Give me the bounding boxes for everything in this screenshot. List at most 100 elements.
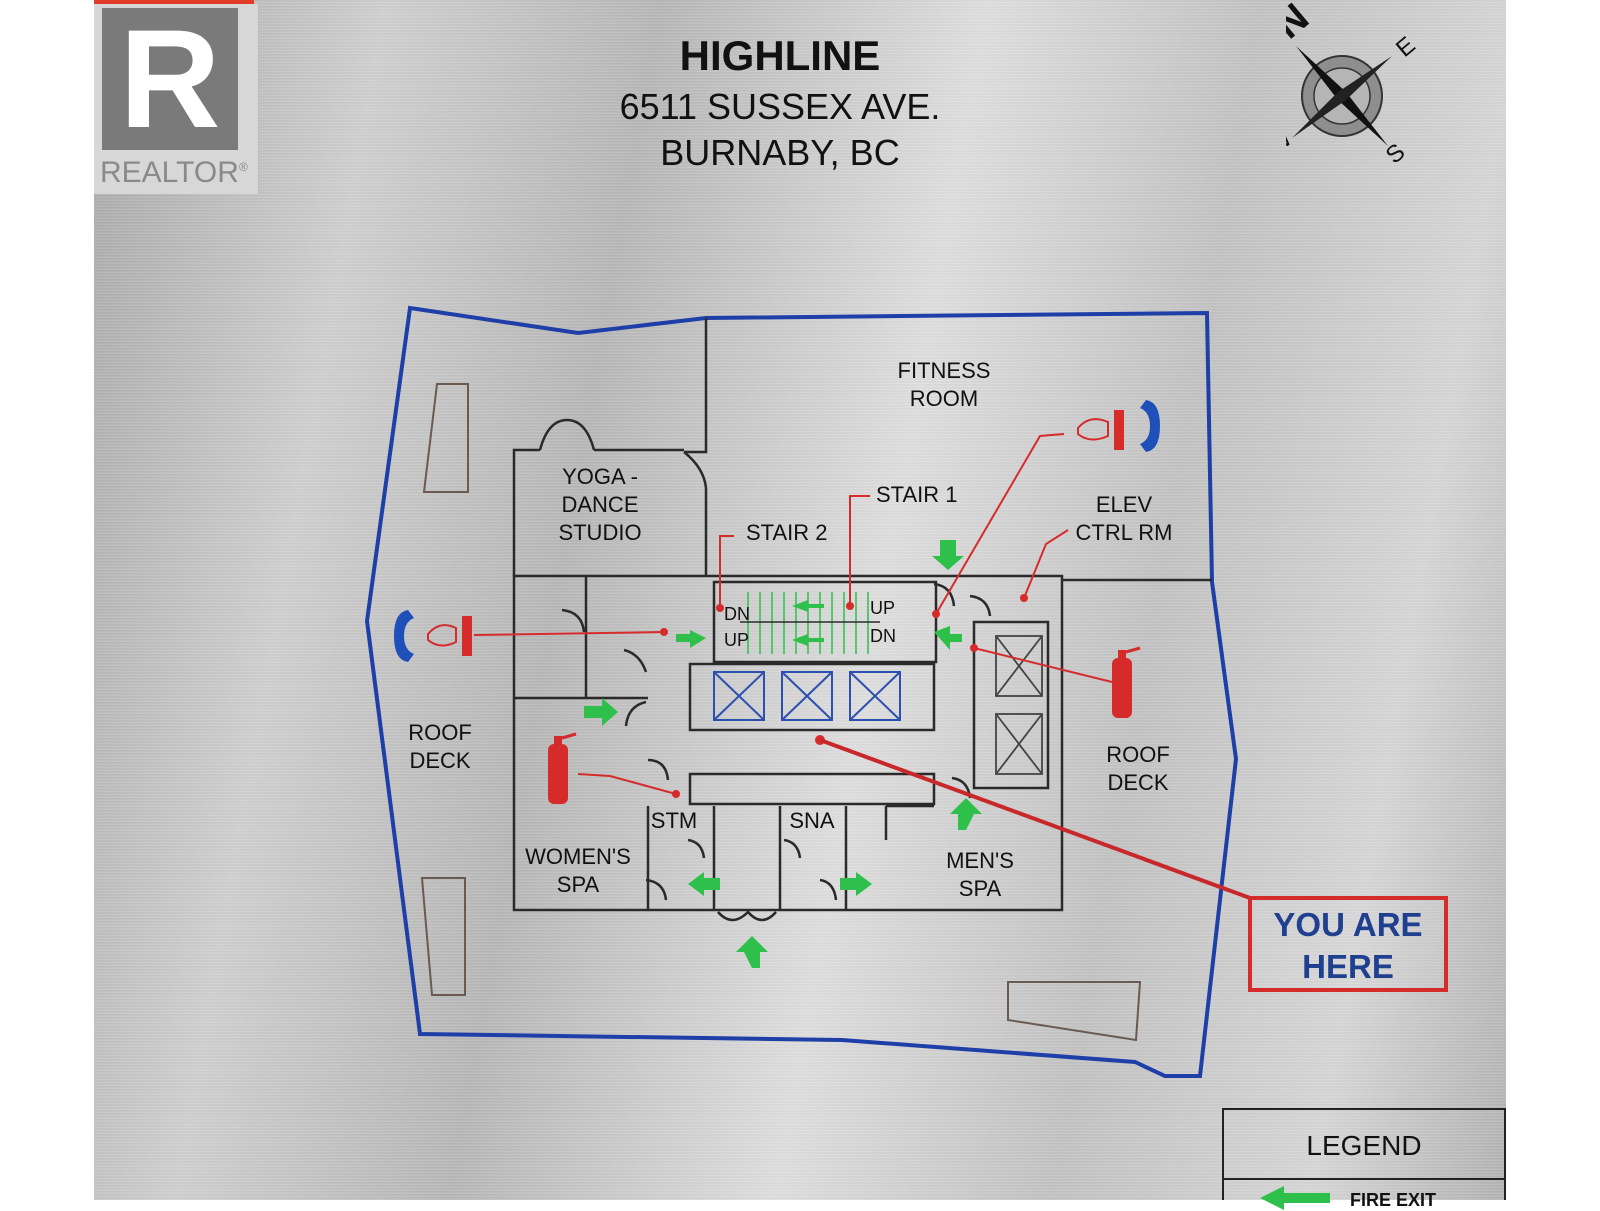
alarm-leaders [473,433,1113,795]
compass-needle-nw [1296,46,1346,100]
elevator-bank [688,662,936,732]
elevator-2 [781,671,833,721]
elevators [713,671,901,721]
exit-arrow-right-womens [584,698,618,726]
stair-enclosure [712,580,938,664]
stair1-leader [849,495,870,606]
legend-box: LEGEND FIRE EXIT [1222,1108,1506,1210]
label-stair-dn-right: DN [870,626,896,646]
you-are-here-leader [819,738,1251,900]
realtor-logo-box: R [102,8,238,150]
label-roof-deck-right-1: ROOF [1106,742,1170,767]
elevator-3 [849,671,901,721]
exit-arrow-up-mens [950,798,982,830]
door-womens-spa [624,700,647,727]
door-sna [783,838,802,859]
elevator-1 [713,671,765,721]
exit-arrow-stair-lower [792,634,824,646]
pull-station-east-icon [1077,410,1124,450]
label-sna: SNA [789,808,835,833]
door-mens-exit [819,878,838,901]
pull-station-west-icon [427,616,472,656]
building-name: HIGHLINE [679,32,881,79]
service-elevator-block [972,620,1050,790]
pull-station-leader-west [473,631,665,636]
fire-extinguisher-east-icon [1112,646,1141,718]
fire-extinguisher-west-icon [548,732,577,804]
door-stair1 [933,582,956,607]
label-yoga-2: DANCE [561,492,638,517]
building-city: BURNABY, BC [660,132,900,173]
plaque-top-edge [94,0,254,4]
service-elevator-1 [995,635,1043,697]
exit-arrow-left-stair1 [934,626,962,650]
service-elevator-2 [995,713,1043,775]
door-womens-exit [645,878,668,901]
label-mens-spa-2: SPA [959,876,1002,901]
door-west-corridor [561,608,586,633]
legend-exit-arrow-icon [1260,1186,1330,1210]
label-stair-up-left: UP [724,630,749,650]
pull-station-leader-east [935,433,1065,615]
label-stair2: STAIR 2 [746,520,828,545]
you-are-here-line1: YOU ARE [1273,906,1423,943]
exit-arrow-down-stair1 [932,540,964,570]
label-mens-spa-1: MEN'S [946,848,1014,873]
label-womens-spa-1: WOMEN'S [525,844,631,869]
label-elev-1: ELEV [1096,492,1153,517]
extinguisher-leader-west [577,773,677,795]
label-yoga-3: STUDIO [558,520,641,545]
legend-divider [1224,1178,1504,1180]
building-street: 6511 SUSSEX AVE. [619,86,941,127]
compass-rose: N E S W [1286,0,1421,169]
you-are-here-line2: HERE [1302,948,1394,985]
door-stm [687,838,706,859]
planter-bottom-right [1007,981,1142,1042]
compass-needle-ne [1338,56,1392,100]
label-stm: STM [651,808,697,833]
door-west-lobby [623,648,648,673]
label-fitness-2: ROOM [910,386,978,411]
compass-w-label: W [1286,125,1297,160]
exit-arrows [584,540,982,968]
exit-arrow-right-stair2 [676,630,706,648]
elev-ctrl-leader [1023,529,1069,599]
door-main-entry [717,910,777,922]
yoga-wall-west [512,448,540,576]
realtor-logo-word: REALTOR® [100,156,248,189]
exit-arrow-left-womens-exit [688,872,720,896]
door-womens-inner [647,758,670,781]
planter-bottom-left [420,877,466,996]
label-stair-up-right: UP [870,598,895,618]
label-elev-2: CTRL RM [1076,520,1173,545]
exit-arrow-right-mens-exit [840,872,872,896]
legend-fire-exit-label: FIRE EXIT [1350,1190,1437,1210]
planter-top-left [422,383,469,493]
label-fitness-1: FITNESS [898,358,991,383]
label-stair-dn-left: DN [724,604,750,624]
compass-needle-sw [1292,92,1346,138]
yoga-wall-east [684,318,708,454]
label-yoga-1: YOGA - [562,464,638,489]
label-stair1: STAIR 1 [876,482,958,507]
exit-arrow-up-entry [736,936,768,968]
core-boundary [512,574,1064,912]
phone-west-icon [394,610,414,662]
yoga-double-door [538,418,596,451]
label-roof-deck-right-2: DECK [1107,770,1168,795]
door-elev-ctrl [969,594,992,617]
stair-treads [740,592,880,654]
phone-east-icon [1140,400,1160,452]
compass-needle-se [1338,92,1388,146]
you-are-here-marker: YOU ARE HERE [1248,896,1448,992]
label-roof-deck-left-2: DECK [409,748,470,773]
label-roof-deck-left-1: ROOF [408,720,472,745]
metal-plaque [94,0,1506,1200]
realtor-logo-glyph: R [119,0,221,157]
label-womens-spa-2: SPA [557,872,600,897]
exit-arrow-stair-upper [792,600,824,612]
realtor-logo: R REALTOR® [94,4,259,194]
yoga-side-door [683,451,708,489]
stair2-leader [719,535,734,608]
